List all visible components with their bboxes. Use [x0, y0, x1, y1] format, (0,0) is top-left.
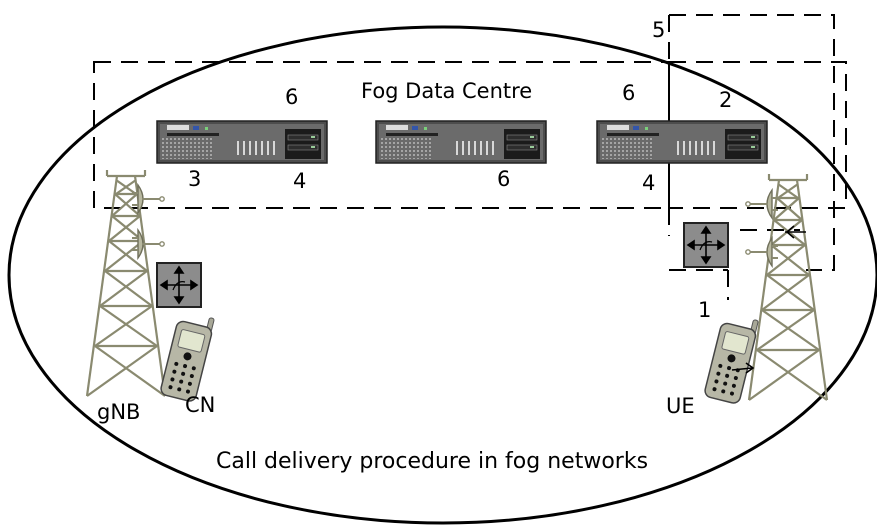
step-label-4: 4: [293, 169, 306, 193]
step-label-6: 6: [497, 167, 510, 191]
step-label-6: 6: [285, 85, 298, 109]
step-label-6: 6: [622, 81, 635, 105]
router-icon: [156, 262, 202, 308]
phone-icon: [158, 309, 217, 404]
step-label-4: 4: [642, 171, 655, 195]
fog-data-centre-title: Fog Data Centre: [361, 79, 532, 103]
handover-region: [668, 14, 847, 300]
server-icon: [375, 120, 547, 164]
tower-icon: [85, 168, 167, 398]
diagram-caption: Call delivery procedure in fog networks: [216, 449, 648, 474]
step-label-1: 1: [698, 298, 711, 322]
dish-antenna-icon: [744, 189, 779, 219]
step-label-3: 3: [188, 167, 201, 191]
network-boundary-ellipse: [7, 25, 877, 525]
server-icon: [156, 120, 328, 164]
step-label-5: 5: [652, 18, 665, 42]
gnb-label: gNB: [97, 400, 140, 424]
router-icon: [683, 222, 729, 268]
dish-antenna-icon: [131, 229, 166, 259]
server-icon: [596, 120, 768, 164]
step-label-2: 2: [719, 88, 732, 112]
cn-label: CN: [185, 393, 215, 417]
ue-label: UE: [666, 394, 695, 418]
signal-arrow: [731, 225, 806, 374]
